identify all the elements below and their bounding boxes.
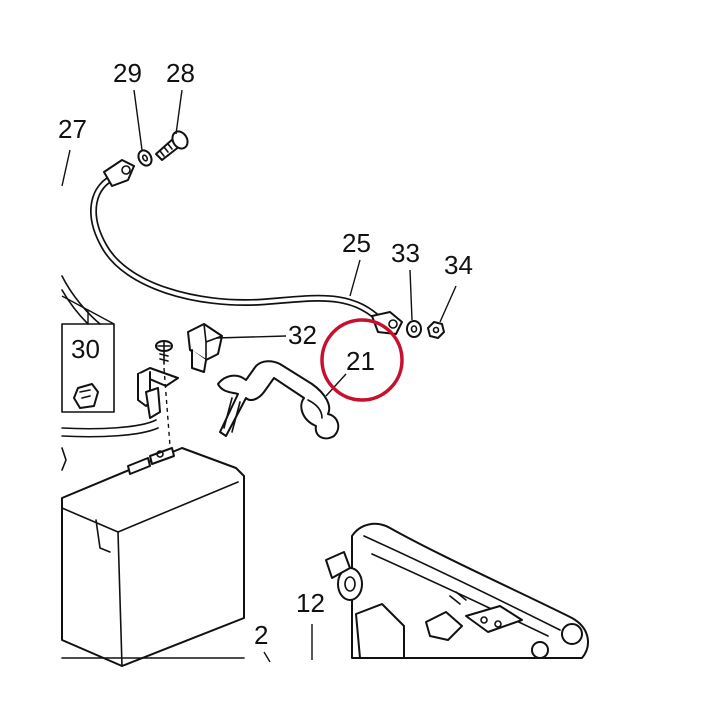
terminal-screw [155,340,173,365]
callout-27: 27 [58,114,87,144]
callout-21: 21 [346,346,375,376]
battery-cable [90,159,403,335]
bolt-28 [155,130,189,161]
callout-28: 28 [166,58,195,88]
terminal-bracket [137,367,179,419]
callout-25: 25 [342,228,371,258]
wiring-harness [61,275,159,438]
washer-29 [137,149,153,167]
callout-30: 30 [71,334,100,364]
callout-12: 12 [296,588,325,618]
callout-29: 29 [113,58,142,88]
assembly-guide [163,367,171,447]
callout-2: 2 [254,620,268,650]
leader-lines [61,89,457,663]
nut-34 [427,321,445,339]
washer-33 [406,320,422,338]
battery [61,447,245,667]
callout-34: 34 [444,250,473,280]
highlight-circle-21 [320,318,404,402]
callout-33: 33 [391,238,420,268]
battery-holder-21 [217,360,340,440]
terminal-cap-32 [187,323,223,373]
frame-assembly [325,522,589,659]
fuse-30 [73,383,99,409]
callout-32: 32 [288,320,317,350]
